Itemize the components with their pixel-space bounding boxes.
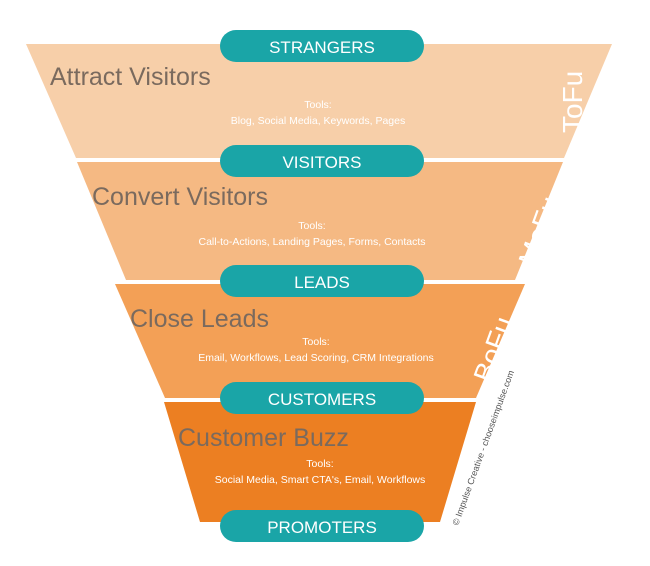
pill-label-visitors: VISITORS bbox=[282, 153, 361, 172]
pill-visitors: VISITORS bbox=[220, 145, 424, 177]
funnel-band-buzz bbox=[164, 402, 476, 522]
stage-tools-attract: Blog, Social Media, Keywords, Pages bbox=[231, 115, 406, 127]
stage-title-buzz: Customer Buzz bbox=[178, 424, 349, 452]
stage-title-close: Close Leads bbox=[130, 305, 269, 333]
stage-tools-convert: Call-to-Actions, Landing Pages, Forms, C… bbox=[198, 236, 425, 248]
pill-strangers: STRANGERS bbox=[220, 30, 424, 62]
stage-tools-buzz: Social Media, Smart CTA's, Email, Workfl… bbox=[215, 474, 426, 486]
funnel-band-tofu bbox=[26, 44, 612, 158]
stage-tools-label-close: Tools: bbox=[302, 336, 329, 348]
stage-tools-close: Email, Workflows, Lead Scoring, CRM Inte… bbox=[198, 352, 434, 364]
side-label-tofu: ToFu bbox=[557, 71, 588, 133]
pill-label-promoters: PROMOTERS bbox=[267, 518, 377, 537]
stage-tools-label-attract: Tools: bbox=[304, 99, 331, 111]
pill-label-strangers: STRANGERS bbox=[269, 38, 375, 57]
pill-leads: LEADS bbox=[220, 265, 424, 297]
stage-title-attract: Attract Visitors bbox=[50, 63, 211, 91]
pill-promoters: PROMOTERS bbox=[220, 510, 424, 542]
funnel-band-bofu bbox=[115, 284, 525, 398]
funnel-band-mofu bbox=[77, 162, 563, 280]
stage-tools-label-buzz: Tools: bbox=[306, 458, 333, 470]
stage-title-convert: Convert Visitors bbox=[92, 183, 268, 211]
pill-label-customers: CUSTOMERS bbox=[268, 390, 376, 409]
stage-tools-label-convert: Tools: bbox=[298, 220, 325, 232]
pill-label-leads: LEADS bbox=[294, 273, 350, 292]
pill-customers: CUSTOMERS bbox=[220, 382, 424, 414]
